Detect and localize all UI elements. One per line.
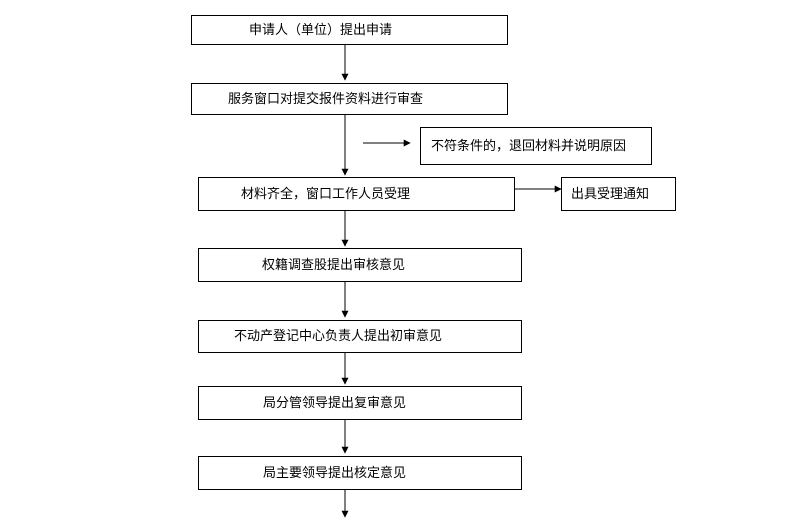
step-5-label: 不动产登记中心负责人提出初审意见 (234, 329, 443, 344)
step-7-box: 局主要领导提出核定意见 (198, 456, 522, 490)
step-6-label: 局分管领导提出复审意见 (263, 395, 407, 411)
step-1-box: 申请人（单位）提出申请 (191, 15, 508, 45)
step-4-label: 权籍调查股提出审核意见 (262, 257, 406, 273)
notice-label: 出具受理通知 (571, 186, 650, 202)
reject-note-label: 不符条件的，退回材料并说明原因 (431, 138, 627, 154)
reject-note-box: 不符条件的，退回材料并说明原因 (420, 127, 652, 165)
step-2-label: 服务窗口对提交报件资料进行审查 (228, 91, 424, 107)
notice-box: 出具受理通知 (561, 177, 676, 211)
step-3-label: 材料齐全，窗口工作人员受理 (241, 186, 411, 202)
step-6-box: 局分管领导提出复审意见 (198, 386, 522, 420)
step-4-box: 权籍调查股提出审核意见 (198, 248, 522, 282)
step-7-label: 局主要领导提出核定意见 (263, 465, 407, 481)
step-3-box: 材料齐全，窗口工作人员受理 (198, 177, 515, 211)
step-2-box: 服务窗口对提交报件资料进行审查 (191, 83, 508, 115)
step-5-box: 不动产登记中心负责人提出初审意见 (198, 320, 522, 353)
step-1-label: 申请人（单位）提出申请 (249, 22, 393, 38)
